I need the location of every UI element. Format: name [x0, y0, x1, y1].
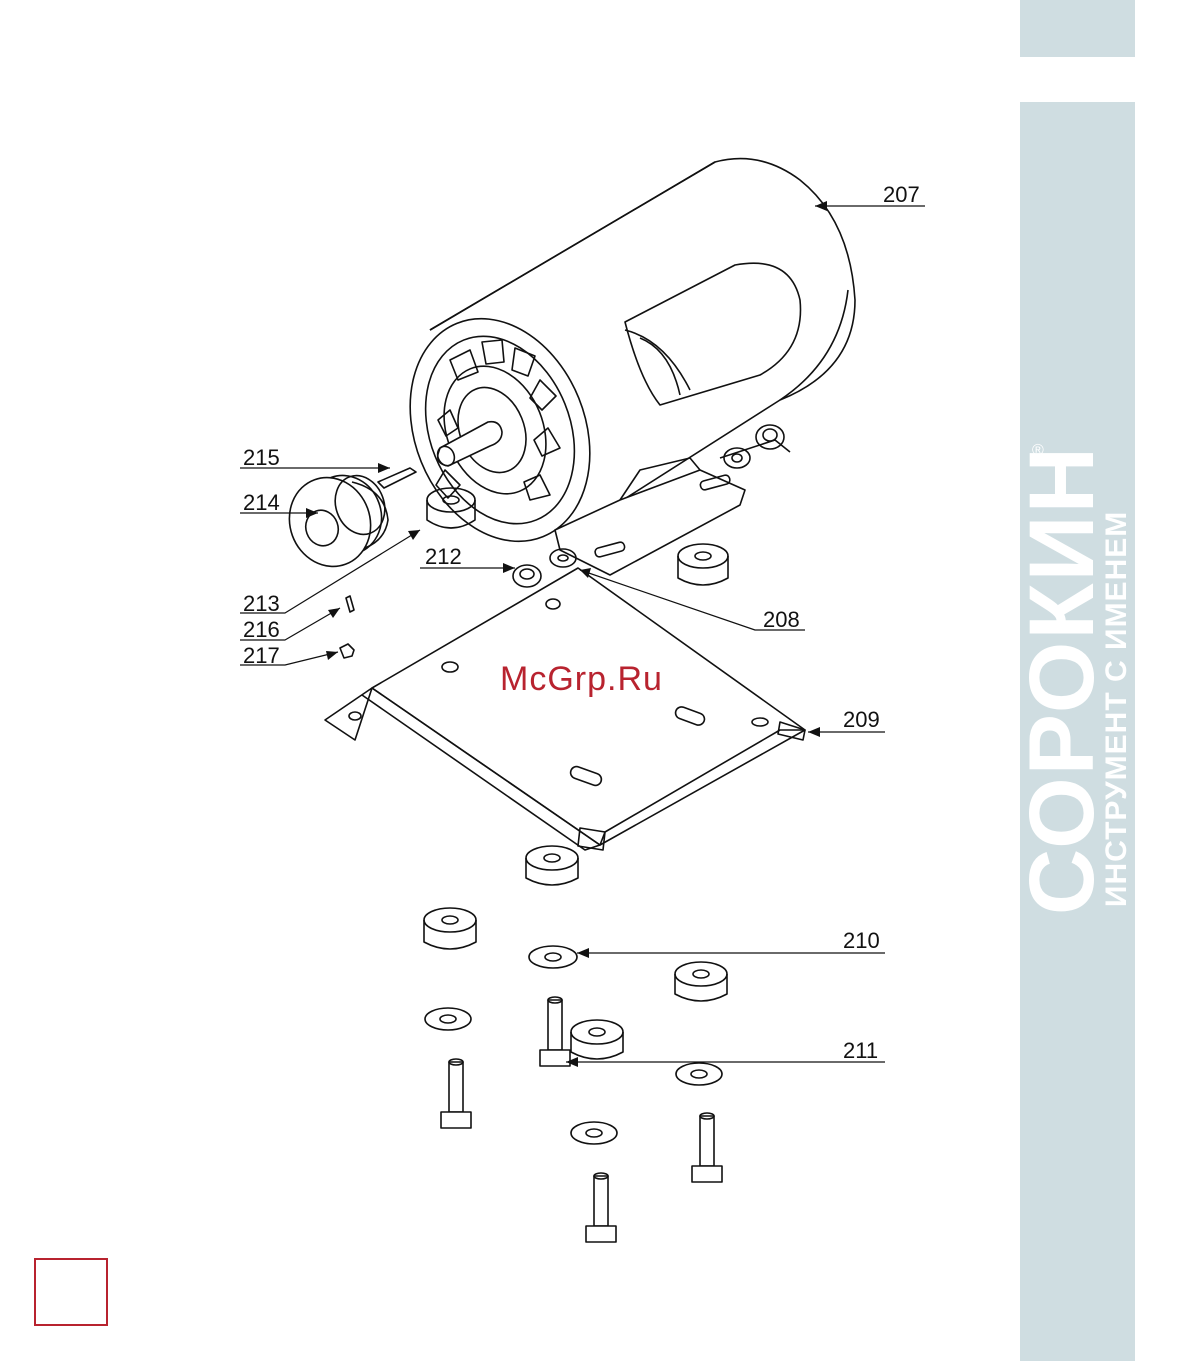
key-part-215 — [378, 468, 416, 488]
callout-216: 216 — [243, 617, 280, 642]
callout-207: 207 — [883, 182, 920, 207]
bolt-lower-a — [441, 1059, 471, 1128]
mount-lower-a — [526, 846, 578, 885]
pulley-part-214 — [277, 465, 393, 578]
mount-lower-c — [675, 962, 727, 1001]
bolt-lower-c — [586, 1173, 616, 1242]
base-plate-part-209 — [325, 568, 805, 850]
callout-209: 209 — [843, 707, 880, 732]
nut-part-212 — [513, 565, 541, 587]
callout-217: 217 — [243, 643, 280, 668]
callout-214: 214 — [243, 490, 280, 515]
callout-213: 213 — [243, 591, 280, 616]
mount-upper-right — [678, 544, 728, 585]
page-number-box — [34, 1258, 108, 1326]
callout-208: 208 — [763, 607, 800, 632]
bolt-part-211 — [540, 997, 570, 1066]
callout-211: 211 — [843, 1038, 878, 1063]
bolt-lower-b — [692, 1113, 722, 1182]
callout-210: 210 — [843, 928, 880, 953]
mount-lower-b — [424, 908, 476, 949]
washer-part-210 — [529, 946, 577, 968]
pin-part-216 — [346, 596, 354, 612]
watermark: McGrp.Ru — [500, 660, 663, 699]
nut-part-217 — [340, 644, 354, 658]
callout-215: 215 — [243, 445, 280, 470]
mount-lower-d — [571, 1020, 623, 1059]
callout-212: 212 — [425, 544, 462, 569]
